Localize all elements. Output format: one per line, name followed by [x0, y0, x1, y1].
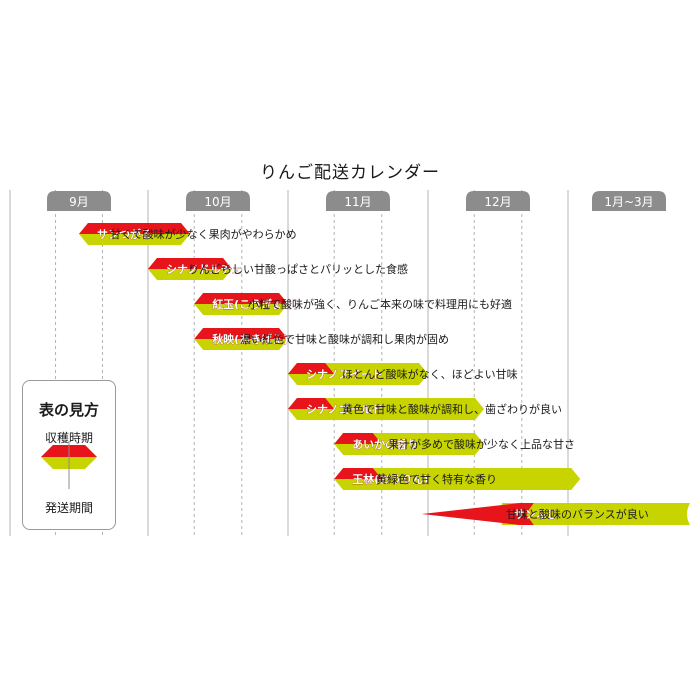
month-tab-label: 9月	[69, 195, 89, 209]
legend-swatch	[41, 441, 97, 489]
legend-box: 表の見方 収穫時期 発送期間	[22, 380, 116, 530]
month-tab-label: 11月	[344, 195, 371, 209]
harvest-bar	[148, 258, 232, 269]
variety-label: サンつがる	[97, 227, 152, 241]
variety-description: 甘味と酸味のバランスが良い	[506, 507, 649, 521]
variety-label: 王林(おうりん)	[352, 472, 428, 486]
month-tab-label: 10月	[204, 195, 231, 209]
harvest-bar	[194, 293, 288, 304]
month-tab-label: 12月	[484, 195, 511, 209]
month-tab	[326, 191, 390, 211]
month-tab	[186, 191, 250, 211]
harvest-bar	[334, 468, 382, 479]
harvest-bar	[194, 328, 288, 339]
variety-description: 小粒で酸味が強く、りんご本来の味で料理用にも好適	[248, 297, 512, 311]
variety-label: シナノゴールド	[306, 402, 382, 416]
harvest-bar	[288, 363, 335, 374]
harvest-wedge	[422, 511, 492, 517]
variety-description: 甘くて酸味が少なく果肉がやわらかめ	[110, 227, 297, 241]
chart-title: りんご配送カレンダー	[260, 163, 440, 183]
month-tab	[47, 191, 111, 211]
variety-description: りんごらしい甘酸っぱさとパリッとした食感	[188, 262, 408, 276]
variety-label: シナノスイート	[306, 368, 382, 381]
variety-label: あいかの香り	[352, 437, 418, 451]
harvest-bar	[288, 398, 335, 409]
shipping-bar	[334, 468, 581, 490]
shipping-bar	[501, 503, 690, 525]
legend-harvest-label: 収穫時期	[44, 431, 93, 445]
variety-description: 黄色で甘味と酸味が調和し、歯ざわりが良い	[342, 402, 562, 416]
variety-label: 秋映(あきばえ)	[212, 332, 288, 346]
variety-description: ほとんど酸味がなく、ほどよい甘味	[342, 367, 518, 381]
legend-title: 表の見方	[38, 401, 99, 419]
month-tab	[466, 191, 530, 211]
harvest-bar	[79, 223, 190, 234]
month-tab-label: 1月~3月	[604, 195, 653, 209]
variety-description: 果汁が多めで酸味が少なく上品な甘さ	[388, 437, 575, 451]
variety-label: サンふじ	[514, 508, 558, 521]
variety-description: 黄緑色で甘く特有な香り	[376, 472, 497, 486]
legend-shipping-label: 発送期間	[44, 501, 93, 515]
variety-description: 濃い紅色で甘味と酸味が調和し果肉が固め	[240, 332, 449, 346]
harvest-bar	[334, 433, 382, 444]
variety-label: シナノドルチェ	[166, 263, 242, 276]
month-tab	[592, 191, 666, 211]
variety-label: 紅玉(こうぎょく)	[212, 297, 299, 311]
shipping-bar	[288, 398, 484, 420]
